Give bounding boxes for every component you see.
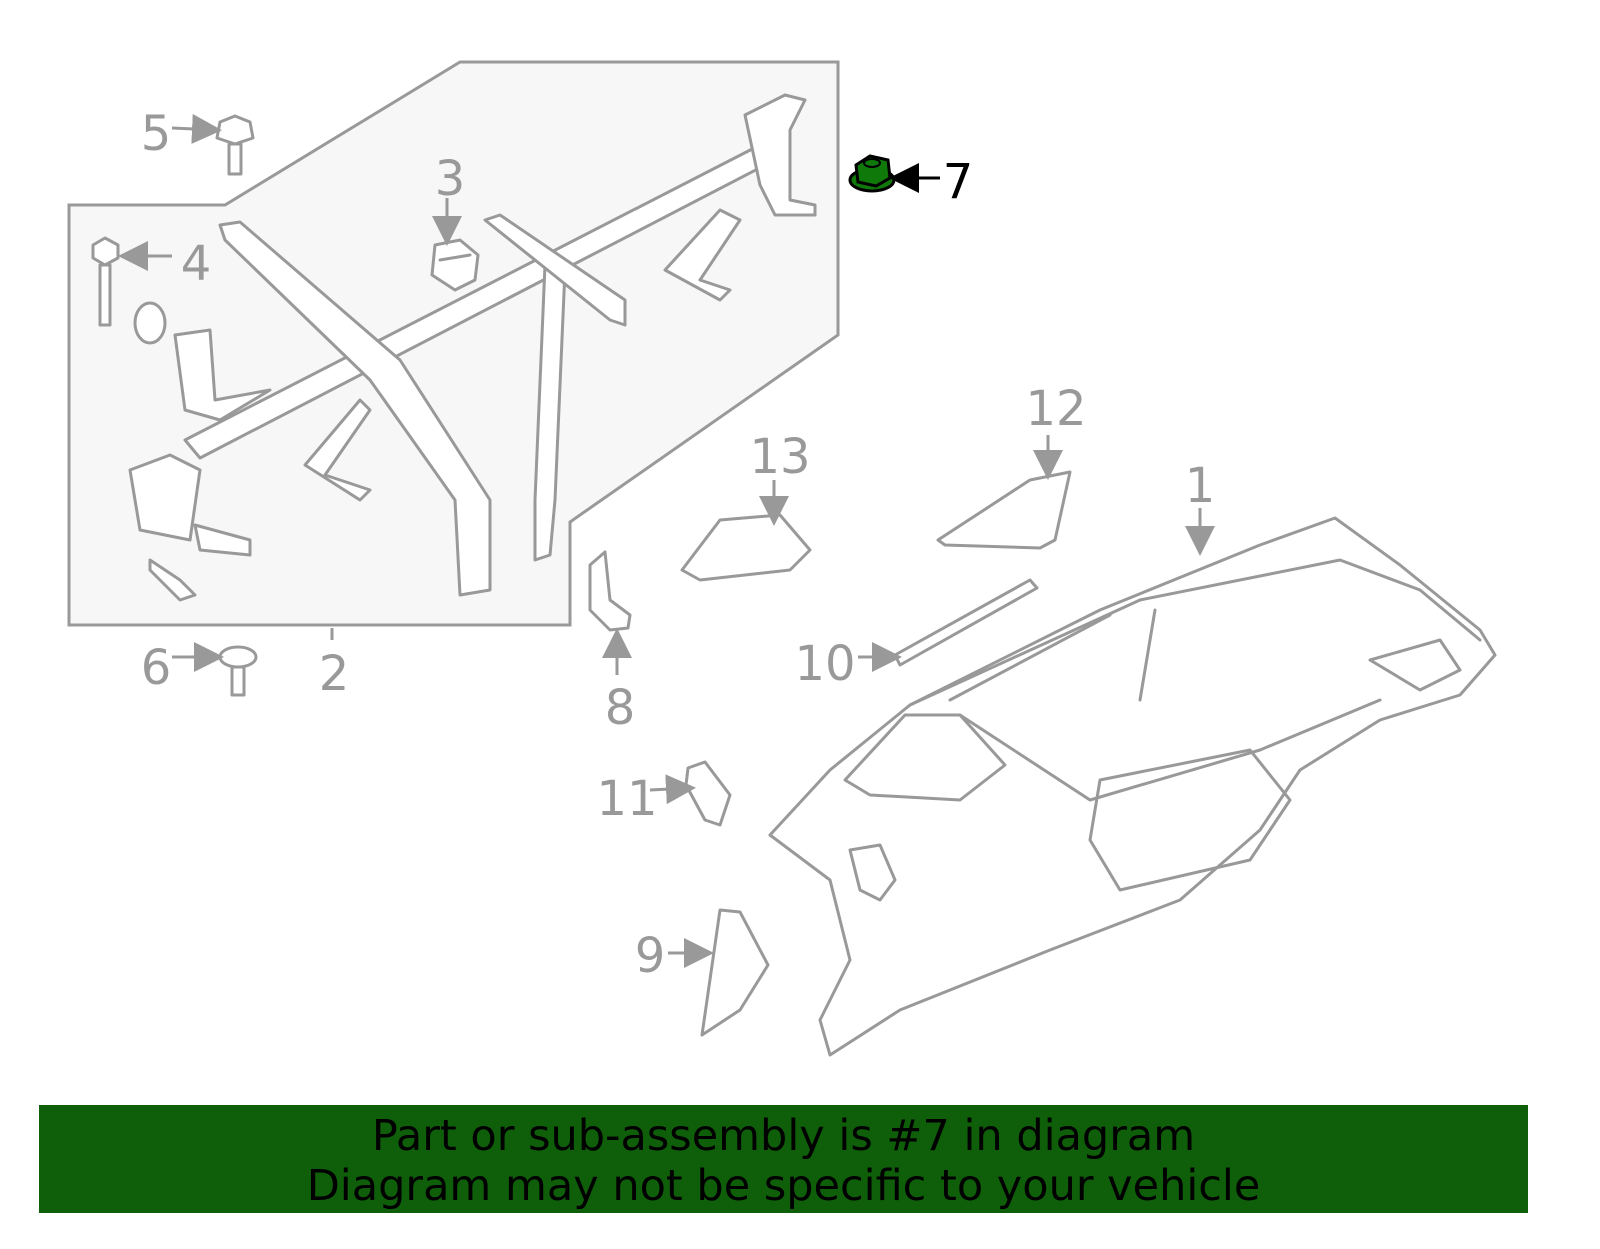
callout-11[interactable]: 11 — [596, 771, 657, 827]
banner-line-2: Diagram may not be specific to your vehi… — [306, 1161, 1261, 1211]
callout-10[interactable]: 10 — [794, 636, 855, 692]
part-8-bracket[interactable] — [588, 550, 632, 632]
part-1-instrument-panel[interactable] — [768, 516, 1497, 1057]
callout-9[interactable]: 9 — [635, 928, 666, 984]
part-5-bolt[interactable] — [215, 114, 255, 176]
part-7-nut-highlighted[interactable] — [848, 154, 896, 193]
cross-car-beam[interactable] — [128, 93, 817, 602]
callout-4[interactable]: 4 — [181, 236, 212, 292]
part-11-vent[interactable] — [684, 760, 732, 827]
part-13-cover[interactable] — [680, 513, 812, 582]
callout-12[interactable]: 12 — [1025, 381, 1086, 437]
callout-8[interactable]: 8 — [605, 680, 636, 736]
callout-6[interactable]: 6 — [141, 640, 172, 696]
grommet[interactable] — [133, 301, 167, 345]
callout-5[interactable]: 5 — [141, 106, 172, 162]
part-4-bolt[interactable] — [91, 236, 120, 327]
banner-line-1: Part or sub-assembly is #7 in diagram — [371, 1111, 1196, 1161]
notice-banner: Part or sub-assembly is #7 in diagram Di… — [39, 1105, 1528, 1213]
callout-7[interactable]: 7 — [943, 154, 974, 210]
part-9-end-cap[interactable] — [700, 908, 770, 1037]
callout-1[interactable]: 1 — [1185, 458, 1216, 514]
callout-13[interactable]: 13 — [749, 429, 810, 485]
part-6-pin[interactable] — [218, 645, 258, 697]
callout-2[interactable]: 2 — [319, 646, 350, 702]
callout-3[interactable]: 3 — [435, 151, 466, 207]
part-12-trim[interactable] — [936, 470, 1072, 550]
callout-arrows — [118, 113, 1215, 968]
